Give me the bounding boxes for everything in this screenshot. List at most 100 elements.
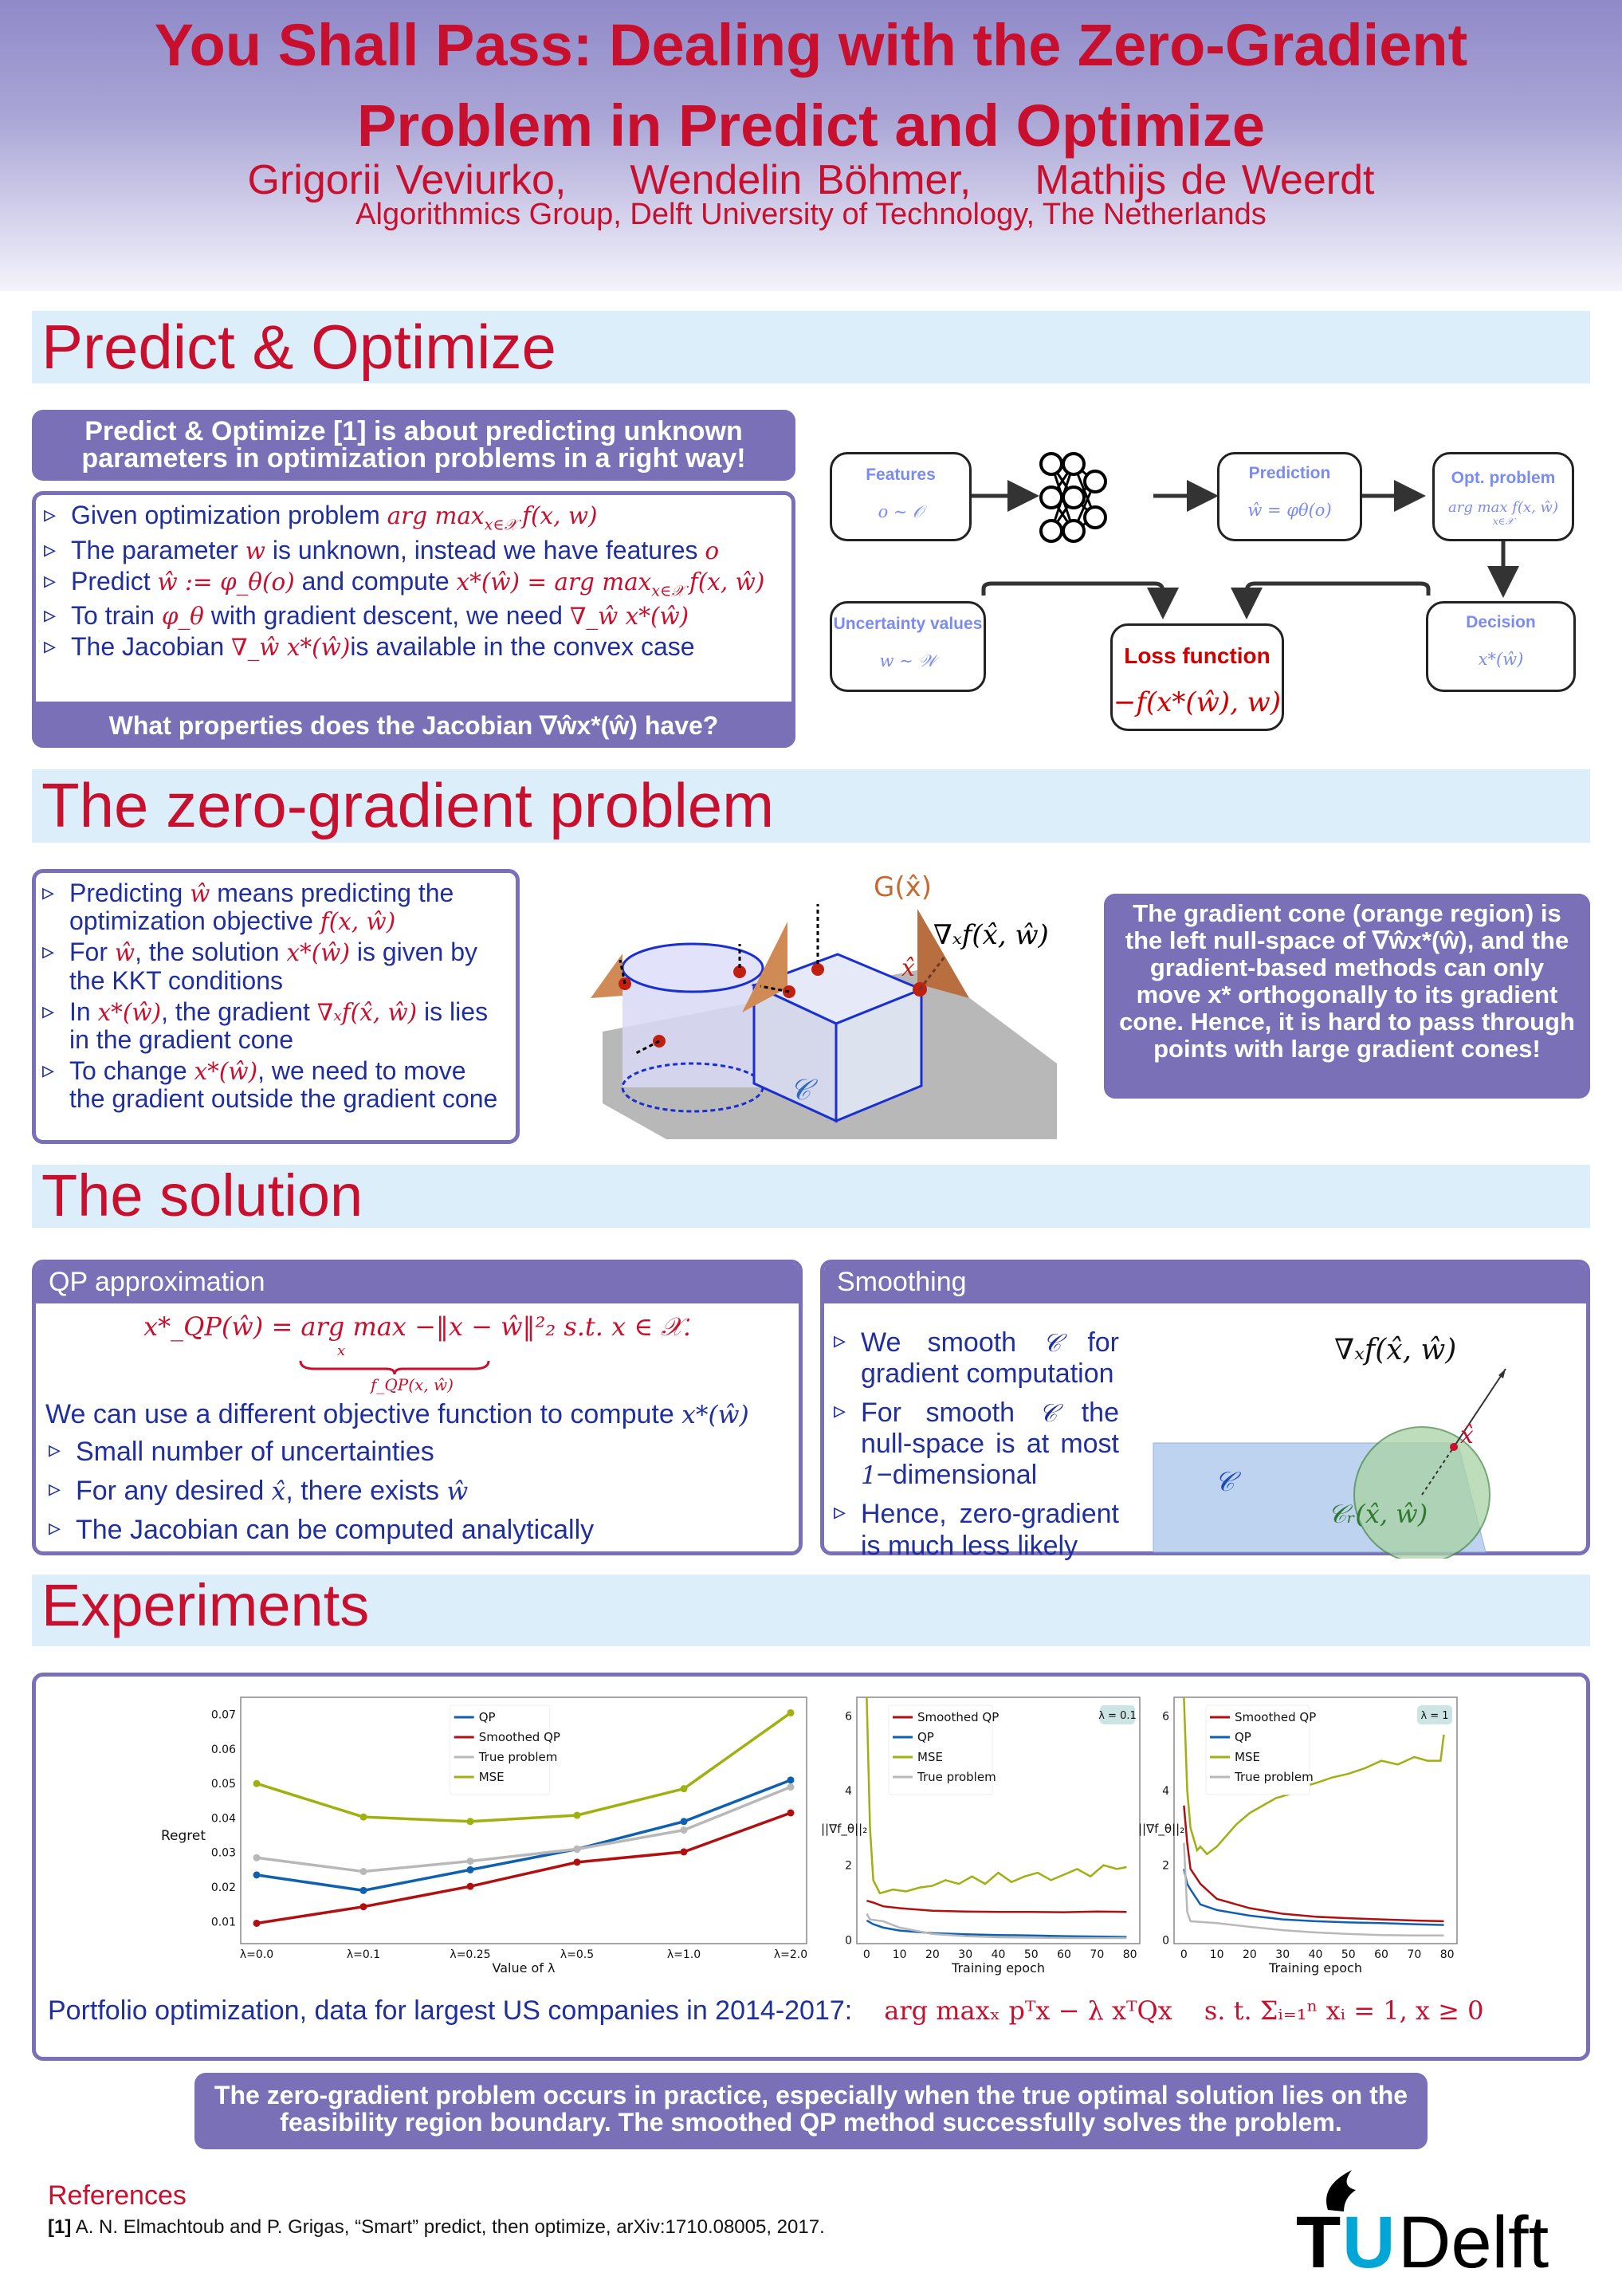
conclusion-box: The zero-gradient problem occurs in prac… <box>194 2073 1428 2149</box>
text-segment: −dimensional <box>876 1460 1038 1491</box>
text-segment: , the gradient <box>161 997 317 1026</box>
x-tick-label: λ=2.0 <box>774 1948 807 1961</box>
bullet-list: Predicting ŵ means predicting the optimi… <box>39 879 506 1114</box>
x-tick-label: 60 <box>1374 1948 1388 1961</box>
y-tick-label: 0.07 <box>211 1709 236 1722</box>
legend-box <box>450 1704 551 1795</box>
text-segment: with gradient descent, we need <box>203 601 570 631</box>
zero-gradient-bullets-box: Predicting ŵ means predicting the optimi… <box>32 869 520 1144</box>
reference-number: [1] <box>48 2216 72 2238</box>
node-label: Prediction <box>1248 464 1331 482</box>
x-tick-label: 80 <box>1440 1948 1455 1961</box>
text-segment: The Jacobian can be computed analyticall… <box>76 1515 595 1546</box>
math-segment: ∇_ŵ x*(ŵ) <box>569 603 689 631</box>
x-tick-label: λ=0.1 <box>347 1948 380 1961</box>
node-math: w ∼ 𝒲 <box>879 651 937 670</box>
bullet-item: Hence, zero-gradient is much less likely <box>831 1499 1119 1561</box>
smoothing-figure: ∇ₓf(x̂, ŵ) x̂ 𝒞 𝒞ᵣ(x̂, ŵ) <box>1153 1334 1506 1559</box>
x-tick-label: 30 <box>1275 1948 1290 1961</box>
x-tick-label: λ=0.0 <box>240 1948 273 1961</box>
math-segment: ŵ <box>446 1477 469 1507</box>
text-segment: For <box>69 938 115 967</box>
gradient-label: ∇ₓf(x̂, ŵ) <box>1334 1334 1456 1366</box>
annotation-badge <box>1100 1705 1135 1724</box>
bullet-item: For smooth 𝒞 the null-space is at most 1… <box>831 1398 1119 1491</box>
bullet-item: The Jacobian can be computed analyticall… <box>45 1515 791 1546</box>
legend-label: MSE <box>917 1750 943 1764</box>
legend-label: Smoothed QP <box>479 1730 560 1744</box>
node-label: Loss function <box>1124 643 1271 668</box>
bullet-item: Given optimization problem arg maxx∈𝒳 f(… <box>41 501 787 533</box>
series-line-true-problem <box>866 1913 1127 1940</box>
text-segment: and compute <box>294 566 457 596</box>
bullet-list: Small number of uncertaintiesFor any des… <box>45 1437 791 1546</box>
x-tick-label: 30 <box>958 1948 972 1961</box>
text-segment: means predicting the optimization object… <box>69 879 454 936</box>
x-tick-label: 0 <box>863 1948 870 1961</box>
y-axis-label: ||∇f_θ||₂ <box>1138 1822 1184 1837</box>
math-segment: x∈𝒳 <box>651 581 689 600</box>
data-point <box>253 1871 261 1879</box>
x-tick-label: 70 <box>1090 1948 1104 1961</box>
legend-label: QP <box>479 1710 496 1724</box>
author: Grigorii Veviurko, <box>247 157 567 203</box>
y-tick-label: 0.03 <box>211 1847 236 1860</box>
text-segment: The parameter <box>71 535 245 564</box>
text-segment: is lies in the gradient cone <box>69 997 489 1054</box>
legend-label: MSE <box>479 1770 505 1784</box>
y-tick-label: 0.04 <box>211 1812 236 1825</box>
data-point <box>359 1903 367 1911</box>
text-segment: Predict <box>71 566 158 596</box>
cone-label: G(x̂) <box>874 871 932 903</box>
jacobian-question: What properties does the Jacobian ∇ŵx*(ŵ… <box>32 702 795 748</box>
math-segment: x*(ŵ) <box>681 1401 749 1429</box>
text-segment: is unknown, instead we have features <box>265 535 705 564</box>
series-line-mse <box>1183 1697 1445 1856</box>
y-tick-label: 0 <box>845 1934 852 1947</box>
text-segment: We can use a different objective functio… <box>45 1399 682 1429</box>
qp-formula: x*_QP(ŵ) = arg max −‖x − ŵ‖²₂ s.t. x ∈ 𝒳… <box>143 1311 691 1342</box>
data-point <box>253 1854 261 1862</box>
data-point <box>253 1919 261 1927</box>
node-math: x*(ŵ) <box>1478 650 1524 669</box>
x-axis-label: Training epoch <box>1268 1960 1362 1976</box>
bullet-item: The parameter w is unknown, instead we h… <box>41 535 787 564</box>
text-segment: To train <box>71 601 162 631</box>
data-point <box>466 1818 474 1826</box>
text-segment: For any desired <box>76 1476 272 1507</box>
legend-box <box>888 1704 993 1795</box>
math-segment: x*(ŵ) = arg max <box>456 568 652 596</box>
y-tick-label: 0.05 <box>211 1778 236 1791</box>
data-point <box>787 1783 795 1791</box>
legend-label: Smoothed QP <box>1235 1710 1316 1724</box>
smoothed-set-label: 𝒞ᵣ(x̂, ŵ) <box>1328 1499 1428 1529</box>
series-line-qp <box>1183 1869 1444 1926</box>
svg-text:U: U <box>1342 2202 1395 2274</box>
data-point <box>680 1785 688 1793</box>
y-tick-label: 4 <box>1162 1785 1169 1798</box>
legend-label: Smoothed QP <box>917 1710 999 1724</box>
annotation-label: λ = 0.1 <box>1098 1710 1137 1722</box>
text-segment: the null-space is at most <box>861 1398 1119 1460</box>
qp-box-title: QP approximation <box>36 1264 799 1303</box>
qp-formula-sub: x <box>337 1343 346 1359</box>
neural-network-icon <box>1039 452 1107 543</box>
x-axis-label: Training epoch <box>951 1960 1045 1976</box>
math-segment: x̂ <box>271 1477 286 1507</box>
math-segment: x*(ŵ) <box>194 1058 258 1086</box>
series-line-smoothed-qp <box>1183 1805 1444 1923</box>
y-tick-label: 6 <box>1162 1710 1169 1723</box>
x-tick-label: 80 <box>1123 1948 1137 1961</box>
node-label: Features <box>866 466 936 484</box>
bullet-item: Small number of uncertainties <box>45 1437 791 1468</box>
text-segment: , the solution <box>135 938 287 967</box>
y-tick-label: 4 <box>845 1785 852 1798</box>
series-line-qp <box>866 1919 1127 1938</box>
math-segment: o <box>705 537 720 564</box>
math-segment: 𝒞 <box>1043 1329 1062 1358</box>
xhat-label: x̂ <box>901 954 915 982</box>
